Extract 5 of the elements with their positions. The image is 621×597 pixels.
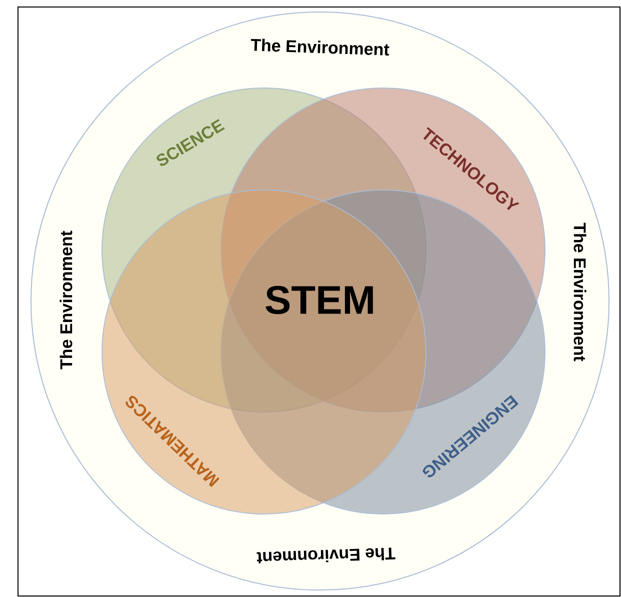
ring-label: The Environment (250, 38, 390, 56)
center-label: STEM (266, 286, 373, 314)
ring-label: The Environment (60, 230, 72, 370)
ring-label: The Environment (574, 222, 586, 362)
ring-label: The Environment (256, 548, 396, 564)
